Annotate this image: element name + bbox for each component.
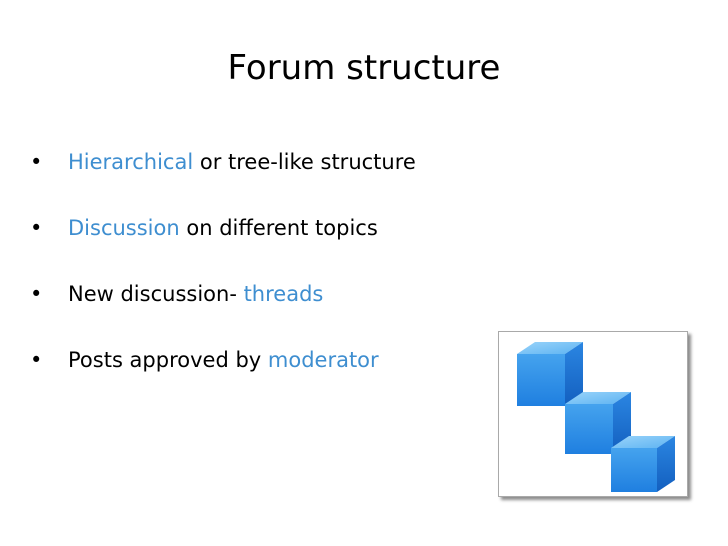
bullet-text: on different topics	[179, 216, 378, 240]
figure-frame	[498, 331, 688, 497]
bullet-prefix: New discussion-	[68, 282, 244, 306]
cube-icon	[517, 342, 583, 406]
bullet-dot: •	[30, 150, 43, 174]
bullet-dot: •	[30, 348, 43, 372]
bullet-prefix: Posts approved by	[68, 348, 268, 372]
bullet-item-discussion: • Discussion on different topics	[30, 206, 416, 272]
bullet-item-moderator: • Posts approved by moderator	[30, 338, 416, 404]
bullet-item-threads: • New discussion- threads	[30, 272, 416, 338]
bullet-keyword: threads	[243, 282, 324, 306]
cube-icon	[611, 436, 675, 492]
bullet-item-hierarchical: • Hierarchical or tree-like structure	[30, 140, 416, 206]
staircase-cubes-icon	[517, 342, 675, 492]
bullet-keyword: Discussion	[68, 216, 180, 240]
bullet-keyword: Hierarchical	[68, 150, 194, 174]
bullet-list: • Hierarchical or tree-like structure • …	[30, 140, 416, 404]
bullet-dot: •	[30, 216, 43, 240]
bullet-dot: •	[30, 282, 43, 306]
bullet-text: or tree-like structure	[193, 150, 416, 174]
bullet-keyword: moderator	[267, 348, 379, 372]
slide-title: Forum structure	[227, 48, 501, 88]
